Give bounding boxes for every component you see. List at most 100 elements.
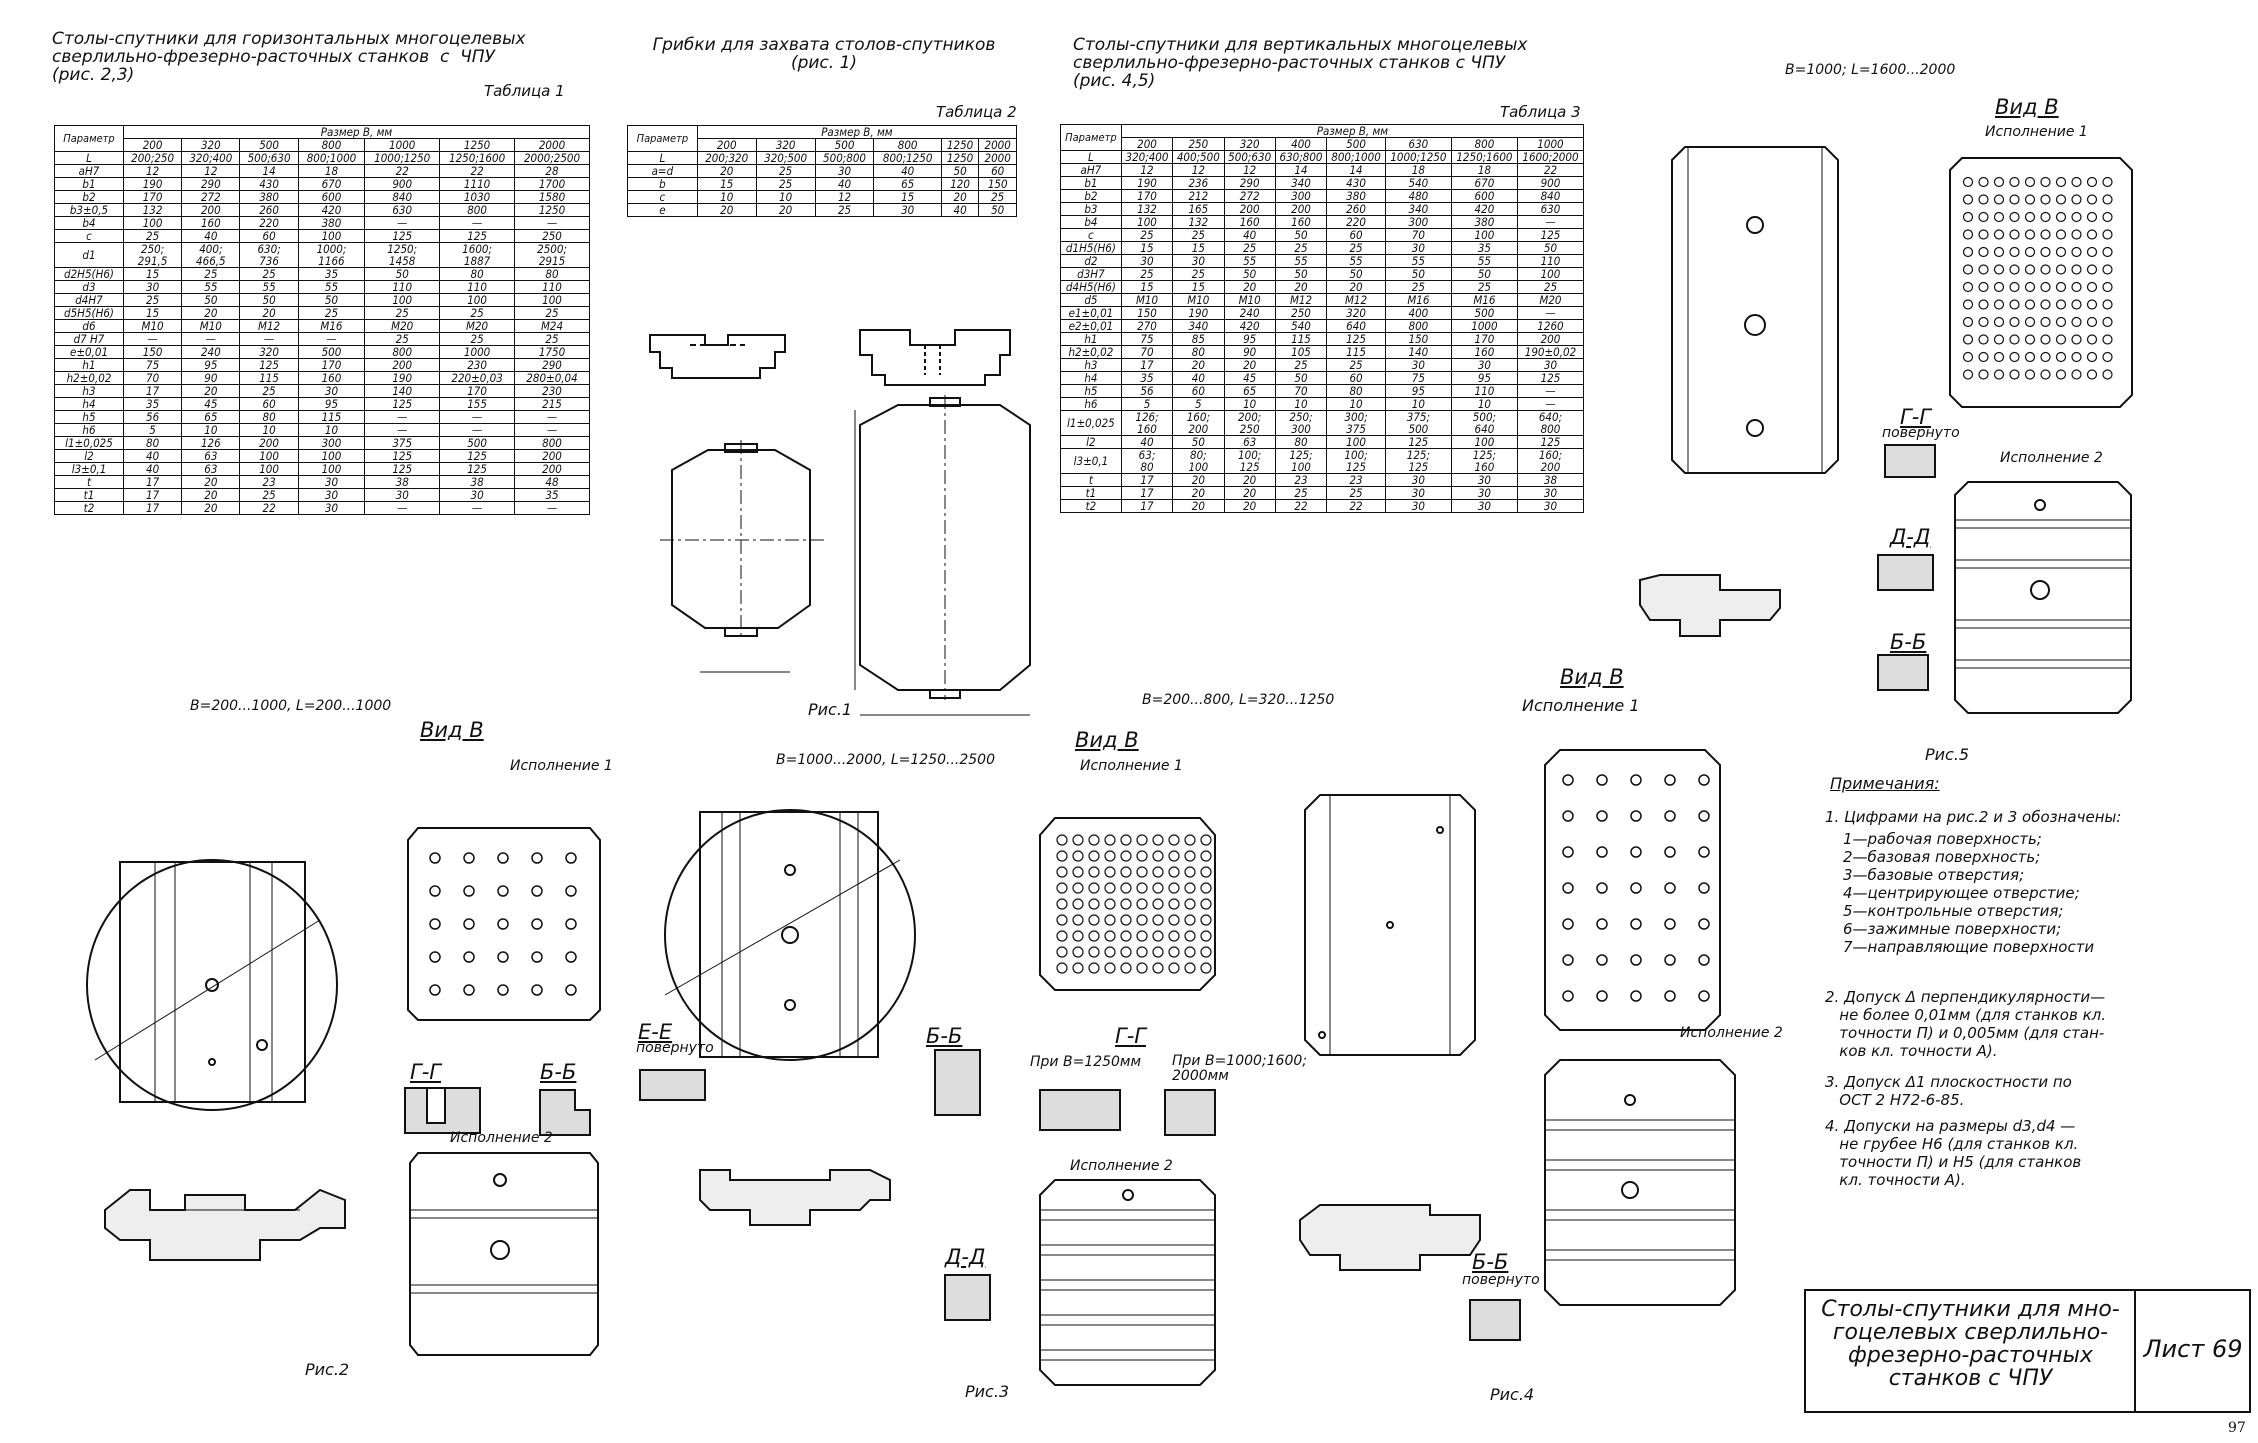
hole <box>2009 229 2020 240</box>
param-name: h6 <box>54 423 124 437</box>
hole <box>2040 281 2051 293</box>
hole <box>1630 774 1642 786</box>
hole <box>1978 211 1989 223</box>
hole <box>497 984 509 996</box>
fig4-profile <box>1299 1204 1481 1271</box>
hole <box>463 951 475 963</box>
table-cell: 500;630 <box>1223 150 1276 164</box>
table-cell: 100 <box>1120 215 1174 229</box>
hole <box>1120 850 1132 862</box>
title-block-frame <box>1804 1289 2251 1413</box>
range-label-4: B=1000; L=1600...2000 <box>1785 62 1956 78</box>
hole <box>2009 351 2020 363</box>
fig3-gg-label: Г-Г <box>1115 1024 1146 1048</box>
table-cell: 10 <box>297 423 366 437</box>
hole <box>2055 334 2067 345</box>
hole <box>2024 299 2036 310</box>
hole <box>1104 882 1116 894</box>
hole <box>429 885 441 897</box>
table-cell: 25 <box>1516 280 1585 294</box>
hole <box>565 951 577 963</box>
table-cell: 20 <box>1223 358 1276 372</box>
table-cell: 10 <box>755 190 816 204</box>
table-cell: 320;400 <box>181 151 241 165</box>
range-label-1: B=200...1000, L=200...1000 <box>190 698 392 714</box>
table3-label: Таблица 3 <box>1500 103 1581 121</box>
hole <box>2040 334 2051 345</box>
hole <box>1136 866 1148 878</box>
table-cell: 30 <box>873 203 942 217</box>
table-cell: 20 <box>1172 486 1225 500</box>
table-cell: 30 <box>1120 254 1174 268</box>
table-cell: 12 <box>1223 163 1276 177</box>
fig4-isp2-label: Исполнение 2 <box>1680 1025 1783 1041</box>
hole <box>1120 898 1132 910</box>
hole <box>1978 281 1989 293</box>
hole <box>1978 316 1989 328</box>
fig3-section-dd <box>944 1274 991 1321</box>
fig5-section-dd <box>1877 554 1934 591</box>
param-name: d3H7 <box>1060 267 1122 281</box>
note-1-item: 6—зажимные поверхности; <box>1843 920 2062 938</box>
fig3-pri1000: При B=1000;1600; 2000мм <box>1172 1053 1307 1084</box>
hole <box>2071 229 2082 240</box>
table-cell: 420 <box>1223 319 1276 333</box>
table-cell: 100 <box>239 462 299 476</box>
hole <box>1168 898 1180 910</box>
table-cell: 115 <box>1326 345 1386 359</box>
table-cell: 800;1000 <box>297 151 366 165</box>
hole <box>2071 246 2082 258</box>
hole <box>1104 914 1116 926</box>
fig3-bb-label: Б-Б <box>926 1024 963 1048</box>
hole <box>2071 211 2082 223</box>
size-column-header: 400 <box>1274 137 1328 151</box>
hole <box>1664 954 1676 966</box>
fig2-bb-label: Б-Б <box>540 1060 577 1084</box>
table-cell: 85 <box>1172 332 1225 346</box>
table-cell: 20 <box>239 306 299 320</box>
hole <box>1978 176 1989 188</box>
hole <box>1698 774 1710 786</box>
hole <box>1072 946 1084 958</box>
hole <box>2055 194 2067 205</box>
hole <box>1562 954 1574 966</box>
table-cell: 220±0,03 <box>439 371 516 385</box>
hole <box>1664 990 1676 1002</box>
hole <box>1630 918 1642 930</box>
hole <box>1664 846 1676 858</box>
hole <box>1120 914 1132 926</box>
hole <box>2102 316 2113 328</box>
hole <box>1962 299 1974 310</box>
hole <box>1168 930 1180 942</box>
hole <box>1104 898 1116 910</box>
fig5-isp2-label: Исполнение 2 <box>2000 450 2103 466</box>
fig2-isp2-label: Исполнение 2 <box>450 1130 553 1146</box>
table-cell: 200 <box>239 436 299 450</box>
hole <box>1168 834 1180 846</box>
hole <box>2040 246 2051 258</box>
table-cell: 160 <box>297 371 366 385</box>
hole <box>1630 990 1642 1002</box>
table-cell: 22 <box>239 501 299 515</box>
table-cell: 630 <box>364 203 441 217</box>
size-column-header: 200 <box>1120 137 1174 151</box>
fig3-round-table <box>664 809 916 1061</box>
hole <box>2009 369 2020 380</box>
hole <box>1698 810 1710 822</box>
fig2-isp1-label: Исполнение 1 <box>510 758 613 774</box>
hole <box>463 918 475 930</box>
hole <box>1184 946 1196 958</box>
hole <box>2055 246 2067 258</box>
hole <box>1136 898 1148 910</box>
hole <box>1962 369 1974 380</box>
